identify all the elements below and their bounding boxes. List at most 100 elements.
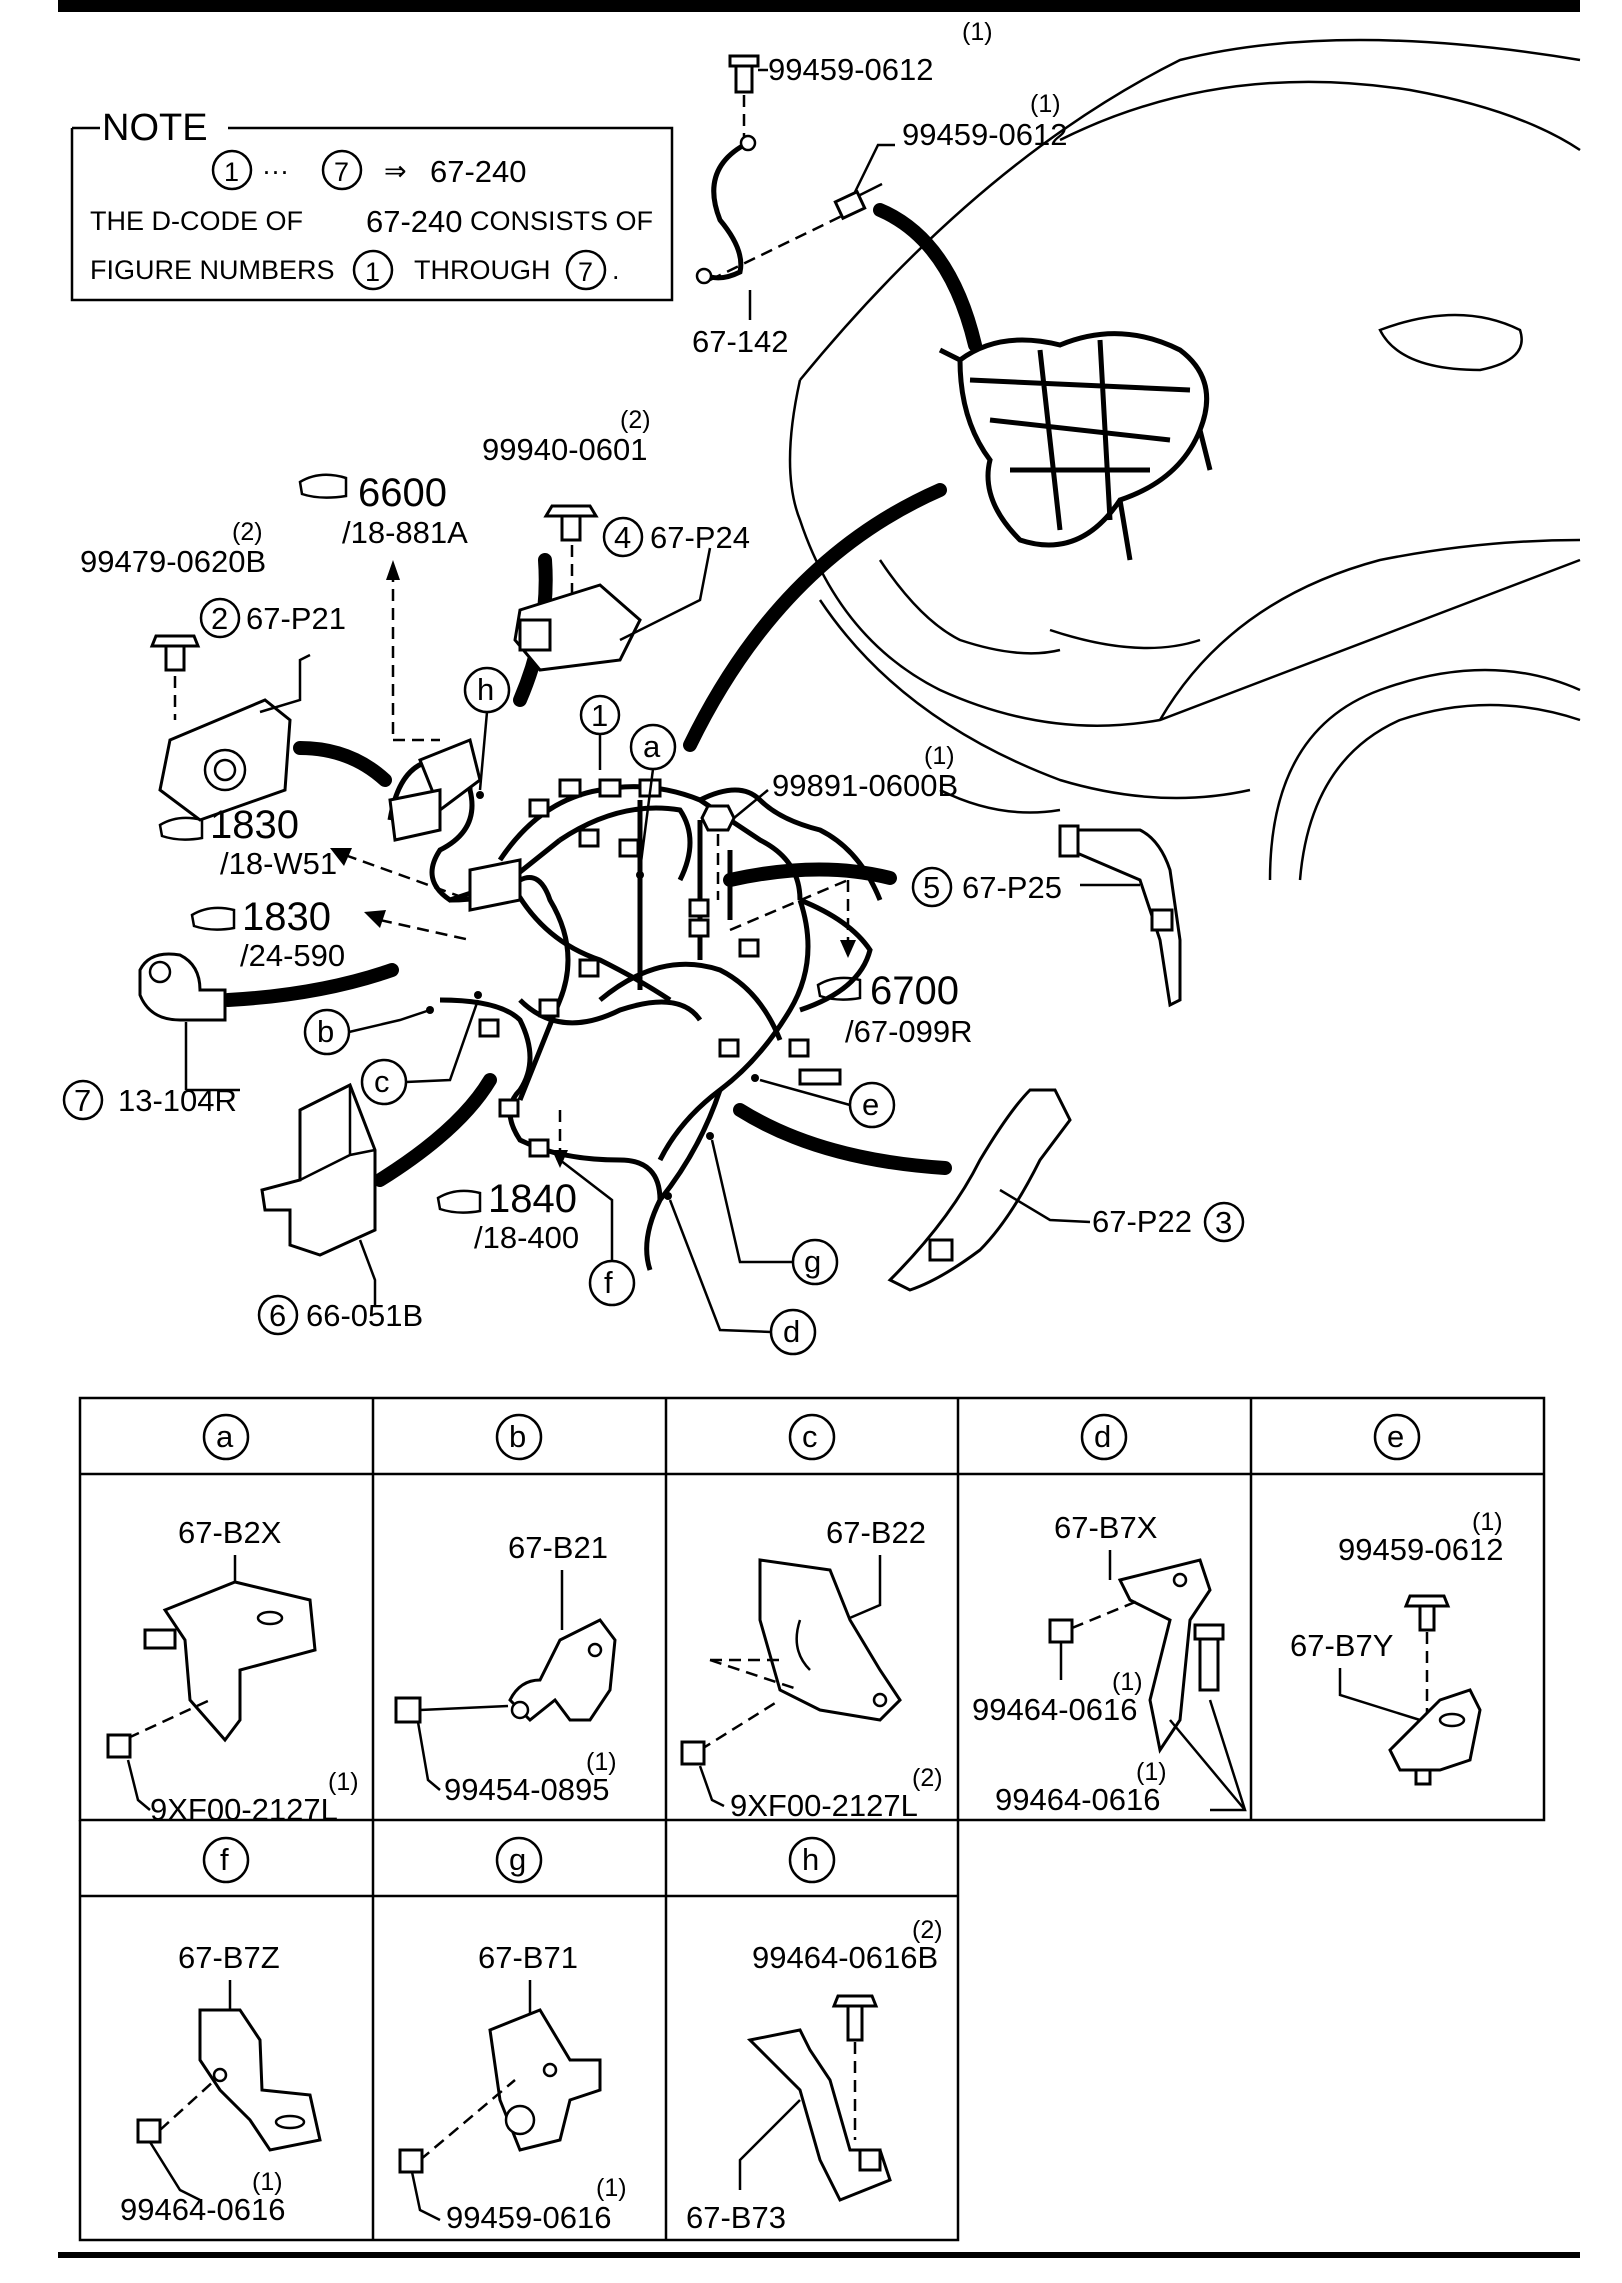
cell-b: 67-B21 99454-0895 (1) bbox=[394, 1530, 617, 1807]
top-rule bbox=[58, 0, 1580, 12]
nut-p24-label: 99940-0601 bbox=[482, 432, 648, 467]
nut-a-qty: (1) bbox=[924, 742, 955, 770]
ref-1830b-label: 1830 bbox=[242, 895, 331, 939]
vehicle-outline bbox=[788, 38, 1581, 881]
cell-b-part: 67-B21 bbox=[508, 1530, 608, 1565]
harness-number: 1 bbox=[591, 698, 608, 733]
cell-d-bolt2: 99464-0616 bbox=[995, 1782, 1161, 1817]
col-c-letter: c bbox=[802, 1419, 818, 1454]
main-engine-harness: 1 99891-0600B (1) bbox=[387, 694, 958, 1271]
p24-number: 4 bbox=[614, 520, 631, 555]
col-d-letter: d bbox=[1094, 1419, 1111, 1454]
cell-e: 99459-0612 (1) 67-B7Y bbox=[1290, 1508, 1504, 1786]
pointer-strap-to-vehicle bbox=[873, 203, 982, 352]
cell-d-part: 67-B7X bbox=[1054, 1510, 1158, 1545]
cell-e-part: 67-B7Y bbox=[1290, 1628, 1393, 1663]
callout-d: d bbox=[783, 1314, 800, 1349]
ref-1830a-label: 1830 bbox=[210, 803, 299, 847]
p25-number: 5 bbox=[923, 870, 940, 905]
cell-a: 67-B2X 9XF00-2127L (1) bbox=[106, 1515, 359, 1827]
bolt-top2-qty: (1) bbox=[1030, 90, 1061, 118]
cell-h-part: 67-B73 bbox=[686, 2200, 786, 2235]
pointer-p22 bbox=[733, 1103, 952, 1175]
pointer-p7 bbox=[221, 963, 399, 1007]
p22-number: 3 bbox=[1215, 1205, 1232, 1240]
ground-strap-assembly: 99459-0612 (1) 99459-0612 (1) 67-142 bbox=[692, 18, 1068, 359]
bracket-table bbox=[78, 1396, 1546, 2242]
note-line3-prefix: FIGURE NUMBERS bbox=[90, 255, 335, 285]
cell-d-qty2: (1) bbox=[1136, 1758, 1167, 1786]
col-a-letter: a bbox=[216, 1419, 234, 1454]
bolt-p21-label: 99479-0620B bbox=[80, 544, 266, 579]
bottom-rule bbox=[58, 2252, 1580, 2258]
note-range-from: 1 bbox=[224, 157, 239, 187]
bolt-top-qty: (1) bbox=[962, 18, 993, 46]
callout-b: b bbox=[317, 1014, 334, 1049]
ref-1840-sub: /18-400 bbox=[474, 1220, 579, 1255]
cell-d-bolt: 99464-0616 bbox=[972, 1692, 1138, 1727]
note-arrow: ⇒ bbox=[384, 156, 407, 186]
part-p25: 5 67-P25 bbox=[911, 824, 1182, 1008]
cell-f-bolt: 99464-0616 bbox=[120, 2192, 286, 2227]
ref-1830-590: 1830 /24-590 bbox=[190, 895, 471, 973]
cell-f: 67-B7Z 99464-0616 (1) bbox=[120, 1940, 322, 2227]
pointer-harness-to-vehicle bbox=[683, 483, 947, 752]
note-line3-mid: THROUGH bbox=[414, 255, 551, 285]
p22-label: 67-P22 bbox=[1092, 1204, 1192, 1239]
engine-harness-in-vehicle bbox=[938, 331, 1213, 561]
note-line2-prefix: THE D-CODE OF bbox=[90, 206, 303, 236]
letter-callouts: a b c d e f g h bbox=[303, 666, 896, 1356]
pointer-p21 bbox=[293, 741, 392, 787]
cell-b-qty: (1) bbox=[586, 1748, 617, 1776]
ref-1840: 1840 /18-400 bbox=[436, 1110, 579, 1255]
cell-c-bolt: 9XF00-2127L bbox=[730, 1788, 918, 1823]
p7-label: 13-104R bbox=[118, 1083, 237, 1118]
cell-a-part: 67-B2X bbox=[178, 1515, 282, 1550]
note-range-to: 7 bbox=[334, 157, 349, 187]
cell-d: 67-B7X 99464-0616 (1) 99464-0616 (1) bbox=[972, 1510, 1247, 1817]
nut-a-label: 99891-0600B bbox=[772, 768, 958, 803]
cell-c: 67-B22 9XF00-2127L (2) bbox=[680, 1515, 943, 1823]
ref-1840-label: 1840 bbox=[488, 1177, 577, 1221]
part-p24: 99940-0601 (2) 4 67-P24 bbox=[482, 406, 750, 672]
table-row2-headers: f g h bbox=[202, 1836, 836, 1884]
cell-f-qty: (1) bbox=[252, 2168, 283, 2196]
cell-h: 99464-0616B (2) 67-B73 bbox=[686, 1916, 943, 2235]
cell-h-bolt: 99464-0616B bbox=[752, 1940, 938, 1975]
p21-number: 2 bbox=[211, 601, 228, 636]
cell-c-part: 67-B22 bbox=[826, 1515, 926, 1550]
p25-label: 67-P25 bbox=[962, 870, 1062, 905]
ref-6700-sub: /67-099R bbox=[845, 1014, 973, 1049]
part-p21: 99479-0620B (2) 2 67-P21 bbox=[80, 518, 346, 822]
note-title: NOTE bbox=[102, 107, 208, 149]
col-h-letter: h bbox=[802, 1842, 819, 1877]
note-line2-code: 67-240 bbox=[366, 204, 463, 239]
cell-b-bolt: 99454-0895 bbox=[444, 1772, 610, 1807]
note-line3-end: . bbox=[612, 255, 620, 285]
cell-g-qty: (1) bbox=[596, 2174, 627, 2202]
cell-c-qty: (2) bbox=[912, 1764, 943, 1792]
cell-d-qty: (1) bbox=[1112, 1668, 1143, 1696]
p24-label: 67-P24 bbox=[650, 520, 750, 555]
table-row1-headers: a b c d e bbox=[202, 1413, 1421, 1461]
ref-6600: 6600 /18-881A bbox=[298, 471, 468, 742]
ref-1830b-sub: /24-590 bbox=[240, 938, 345, 973]
p7-number: 7 bbox=[74, 1083, 91, 1118]
part-p7: 7 13-104R bbox=[62, 952, 240, 1121]
ground-strap-label: 67-142 bbox=[692, 324, 789, 359]
cell-f-part: 67-B7Z bbox=[178, 1940, 280, 1975]
callout-h: h bbox=[477, 672, 494, 707]
cell-g-part: 67-B71 bbox=[478, 1940, 578, 1975]
col-g-letter: g bbox=[509, 1842, 526, 1877]
pointer-p6 bbox=[373, 1073, 497, 1187]
ref-6600-sub: /18-881A bbox=[342, 515, 468, 550]
cell-e-bolt: 99459-0612 bbox=[1338, 1532, 1504, 1567]
callout-e: e bbox=[862, 1087, 879, 1122]
bolt-p21-qty: (2) bbox=[232, 518, 263, 546]
cell-a-qty: (1) bbox=[328, 1768, 359, 1796]
cell-g: 67-B71 99459-0616 (1) bbox=[398, 1940, 627, 2235]
bolt-top-label: 99459-0612 bbox=[768, 52, 934, 87]
nut-p24-qty: (2) bbox=[620, 406, 651, 434]
ref-1830a-sub: /18-W51 bbox=[220, 846, 337, 881]
